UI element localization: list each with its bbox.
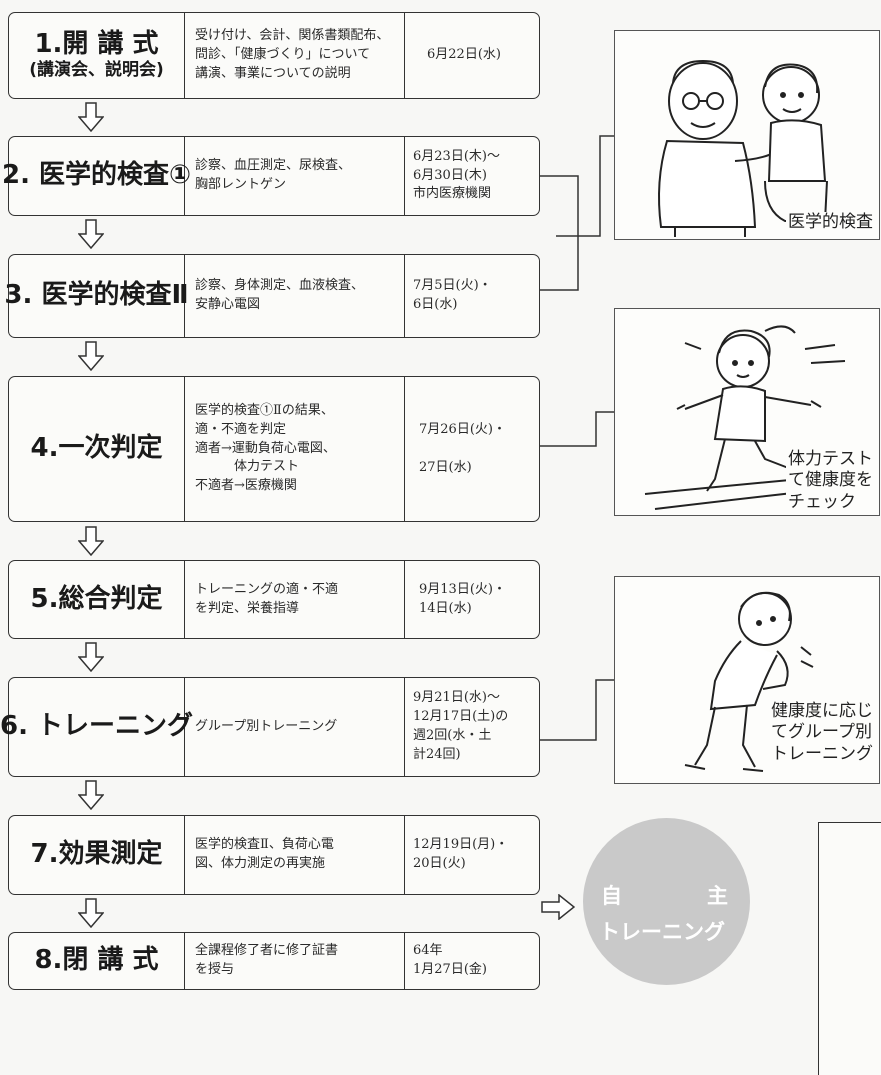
step-description: グループ別トレーニング (185, 678, 405, 776)
self-training-label-2: 主 (707, 884, 728, 908)
step-2-medical-check-1: 2. 医学的検査① 診察、血圧測定、尿検査、 胸部レントゲン 6月23日(木)〜… (2, 136, 540, 216)
step-date: 9月13日(火)・ 14日(水) (419, 581, 506, 616)
step-description: 医学的検査①Ⅱの結果、 適・不適を判定 適者→運動負荷心電図、 体力テスト 不適… (185, 377, 405, 521)
step-description: 医学的検査Ⅱ、負荷心電 図、体力測定の再実施 (185, 816, 405, 894)
step-description: 診察、身体測定、血液検査、 安静心電図 (185, 255, 405, 337)
step-subtitle: (講演会、説明会) (29, 60, 164, 81)
self-training-label-1: 自 (601, 884, 622, 908)
down-arrow-icon (78, 102, 104, 132)
step-3-medical-check-2: 3. 医学的検査Ⅱ 診察、身体測定、血液検査、 安静心電図 7月5日(火)・ 6… (4, 254, 540, 338)
medical-check-illustration: 医学的検査 (614, 30, 880, 240)
self-training-circle: 自 主 トレーニング (583, 818, 750, 985)
fitness-test-illustration: 体力テスト て健康度を チェック (614, 308, 880, 516)
step-6-training: 6. トレーニング グループ別トレーニング 9月21日(水)〜 12月17日(土… (0, 677, 540, 777)
step-description: 全課程修了者に修了証書 を授与 (185, 933, 405, 989)
right-arrow-icon (541, 894, 575, 920)
self-training-label-3: トレーニング (599, 920, 725, 944)
down-arrow-icon (78, 898, 104, 928)
step-5-overall-judgment: 5.総合判定 トレーニングの適・不適 を判定、栄養指導 9月13日(火)・ 14… (8, 560, 540, 639)
step-date: 7月26日(火)・ 27日(水) (419, 421, 506, 475)
step-7-effect-measurement: 7.効果測定 医学的検査Ⅱ、負荷心電 図、体力測定の再実施 12月19日(月)・… (8, 815, 540, 895)
step-date: 64年 1月27日(金) (413, 943, 487, 977)
illustration-caption: 医学的検査 (786, 211, 875, 233)
step-date: 9月21日(水)〜 12月17日(土)の 週2回(水・土 計24回) (413, 690, 509, 762)
step-title: 1.開 講 式 (34, 29, 159, 60)
step-title: 4.一次判定 (30, 433, 163, 464)
step-description: トレーニングの適・不適 を判定、栄養指導 (185, 561, 405, 638)
doctor-patient-drawing (658, 59, 828, 237)
step-date: 6月23日(木)〜 6月30日(木) 市内医療機関 (413, 148, 500, 202)
step-title: 8.閉 講 式 (34, 945, 159, 976)
partial-frame (818, 822, 881, 1075)
step-description: 診察、血圧測定、尿検査、 胸部レントゲン (185, 137, 405, 215)
step-title: 7.効果測定 (30, 839, 163, 870)
step-title: 3. 医学的検査Ⅱ (4, 280, 189, 311)
step-date: 7月5日(火)・ 6日(水) (413, 278, 492, 312)
step-8-closing-ceremony: 8.閉 講 式 全課程修了者に修了証書 を授与 64年 1月27日(金) (8, 932, 540, 990)
down-arrow-icon (78, 219, 104, 249)
down-arrow-icon (78, 526, 104, 556)
running-child-drawing (644, 325, 866, 510)
step-1-opening-ceremony: 1.開 講 式 (講演会、説明会) 受け付け、会計、関係書類配布、 問診、「健康… (8, 12, 540, 99)
group-training-illustration: 健康度に応じ てグループ別 トレーニング (614, 576, 880, 784)
step-title: 5.総合判定 (30, 583, 163, 614)
down-arrow-icon (78, 642, 104, 672)
down-arrow-icon (78, 341, 104, 371)
step-title: 2. 医学的検査① (1, 160, 192, 191)
step-date: 6月22日(水) (427, 47, 501, 63)
step-title: 6. トレーニング (0, 711, 194, 742)
illustration-caption: 体力テスト て健康度を チェック (786, 449, 875, 513)
down-arrow-icon (78, 780, 104, 810)
step-description: 受け付け、会計、関係書類配布、 問診、「健康づくり」について 講演、事業について… (185, 13, 405, 98)
step-4-first-judgment: 4.一次判定 医学的検査①Ⅱの結果、 適・不適を判定 適者→運動負荷心電図、 体… (8, 376, 540, 522)
illustration-caption: 健康度に応じ てグループ別 トレーニング (769, 701, 875, 765)
step-date: 12月19日(月)・ 20日(火) (413, 837, 509, 871)
stretching-child-drawing (684, 591, 814, 772)
